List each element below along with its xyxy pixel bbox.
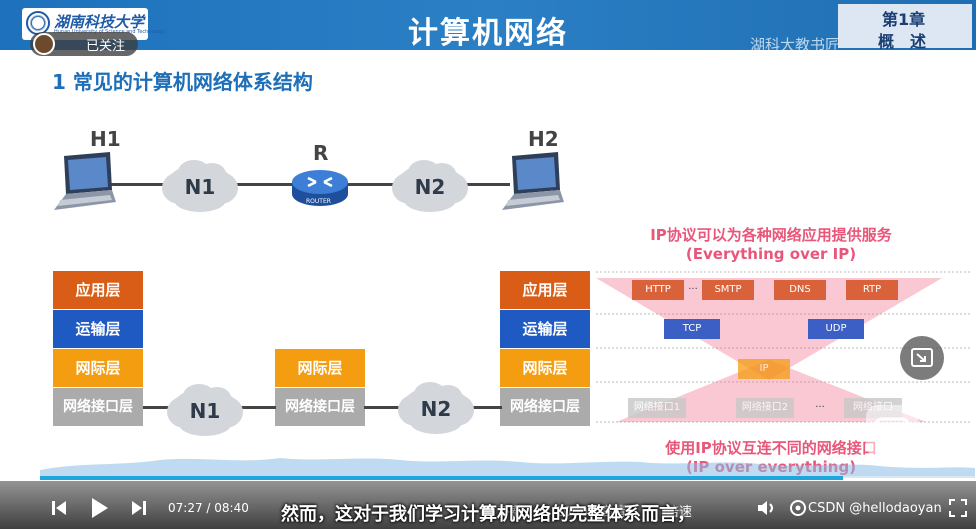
play-next-icon[interactable] — [130, 498, 148, 518]
hourglass-subtitle: (Everything over IP) — [685, 245, 857, 263]
link-line — [342, 183, 402, 186]
slide-header — [0, 0, 976, 50]
follow-button[interactable]: 已关注 — [30, 32, 138, 56]
hourglass-title: IP协议可以为各种网络应用提供服务 — [650, 226, 892, 244]
router-caption: ROUTER — [306, 198, 331, 205]
cloud-icon — [167, 384, 243, 436]
stack-left-app: 应用层 — [53, 271, 143, 309]
network-n2-label: N2 — [414, 175, 446, 199]
pip-button[interactable] — [866, 405, 918, 457]
watermark: 湖科大教书匠 — [750, 36, 841, 54]
link-interface-1: 网络接口1 — [628, 398, 686, 418]
link-line — [460, 183, 510, 186]
hourglass-bottom-text: 使用IP协议互连不同的网络接口 — [665, 439, 877, 457]
follow-label: 已关注 — [86, 39, 126, 54]
stack-left-link: 网络接口层 — [53, 388, 143, 426]
quality-button[interactable]: 1080P 高清 — [555, 505, 627, 520]
stack-mid-link: 网络接口层 — [275, 388, 365, 426]
stack-mid-network: 网际层 — [275, 349, 365, 387]
stack-right-network: 网际层 — [500, 349, 590, 387]
play-icon[interactable] — [88, 496, 110, 520]
progress-fill — [40, 476, 844, 480]
network-n1-label: N1 — [184, 175, 216, 199]
link-line — [110, 183, 170, 186]
host-h1-label: H1 — [90, 127, 121, 151]
proto-tcp: TCP — [664, 319, 720, 339]
slide-title: 计算机网络 — [408, 16, 568, 51]
settings-icon[interactable] — [787, 498, 809, 518]
time-display: 07:27 / 08:40 — [168, 501, 249, 515]
stack-right-link: 网络接口层 — [500, 388, 590, 426]
laptop-icon — [54, 152, 116, 210]
cloud-icon — [162, 160, 238, 212]
download-button[interactable]: 下载 — [498, 505, 525, 520]
logo-text: 湖南科技大学 — [54, 13, 145, 31]
proto-ellipsis: ··· — [688, 284, 698, 295]
link-interface-2: 网络接口2 — [736, 398, 794, 418]
router-label: R — [313, 141, 329, 165]
proto-rtp: RTP — [846, 280, 898, 300]
laptop-icon — [502, 152, 564, 210]
video-subtitle: 然而，这对于我们学习计算机网络的完整体系而言， — [281, 504, 695, 525]
pip-icon — [874, 417, 910, 447]
host-h2-label: H2 — [528, 127, 559, 151]
stack-left-network: 网际层 — [53, 349, 143, 387]
proto-smtp: SMTP — [702, 280, 754, 300]
link-line — [230, 183, 300, 186]
proto-dns: DNS — [774, 280, 826, 300]
credit-text: CSDN @hellodaoyan — [808, 501, 942, 516]
cloud-icon — [398, 382, 474, 434]
speed-button[interactable]: 倍速 — [666, 505, 693, 520]
proto-http: HTTP — [632, 280, 684, 300]
volume-icon[interactable] — [756, 498, 778, 518]
player-controls — [0, 481, 976, 529]
audio-waveform — [40, 458, 975, 478]
link-line — [364, 406, 400, 409]
section-heading: 1 常见的计算机网络体系结构 — [52, 70, 313, 94]
network-n1-label: N1 — [189, 399, 221, 423]
stack-right-transport: 运输层 — [500, 310, 590, 348]
proto-udp: UDP — [808, 319, 864, 339]
network-n2-label: N2 — [420, 397, 452, 421]
avatar — [33, 33, 55, 55]
stack-right-app: 应用层 — [500, 271, 590, 309]
stack-left-transport: 运输层 — [53, 310, 143, 348]
chapter-number: 第1章 — [882, 10, 926, 29]
progress-bar[interactable] — [40, 476, 975, 480]
cloud-icon — [392, 160, 468, 212]
play-prev-icon[interactable] — [50, 498, 68, 518]
link-line — [470, 406, 502, 409]
router-icon — [292, 170, 348, 206]
float-window-button[interactable] — [900, 336, 944, 380]
proto-ip: IP — [738, 359, 790, 379]
link-line — [240, 406, 276, 409]
link-line — [143, 406, 173, 409]
link-ellipsis: ··· — [815, 402, 825, 413]
chapter-box: 第1章 概 述 — [838, 4, 972, 51]
float-window-icon — [911, 348, 933, 367]
chapter-name: 概 述 — [878, 32, 927, 51]
fullscreen-icon[interactable] — [948, 498, 968, 518]
